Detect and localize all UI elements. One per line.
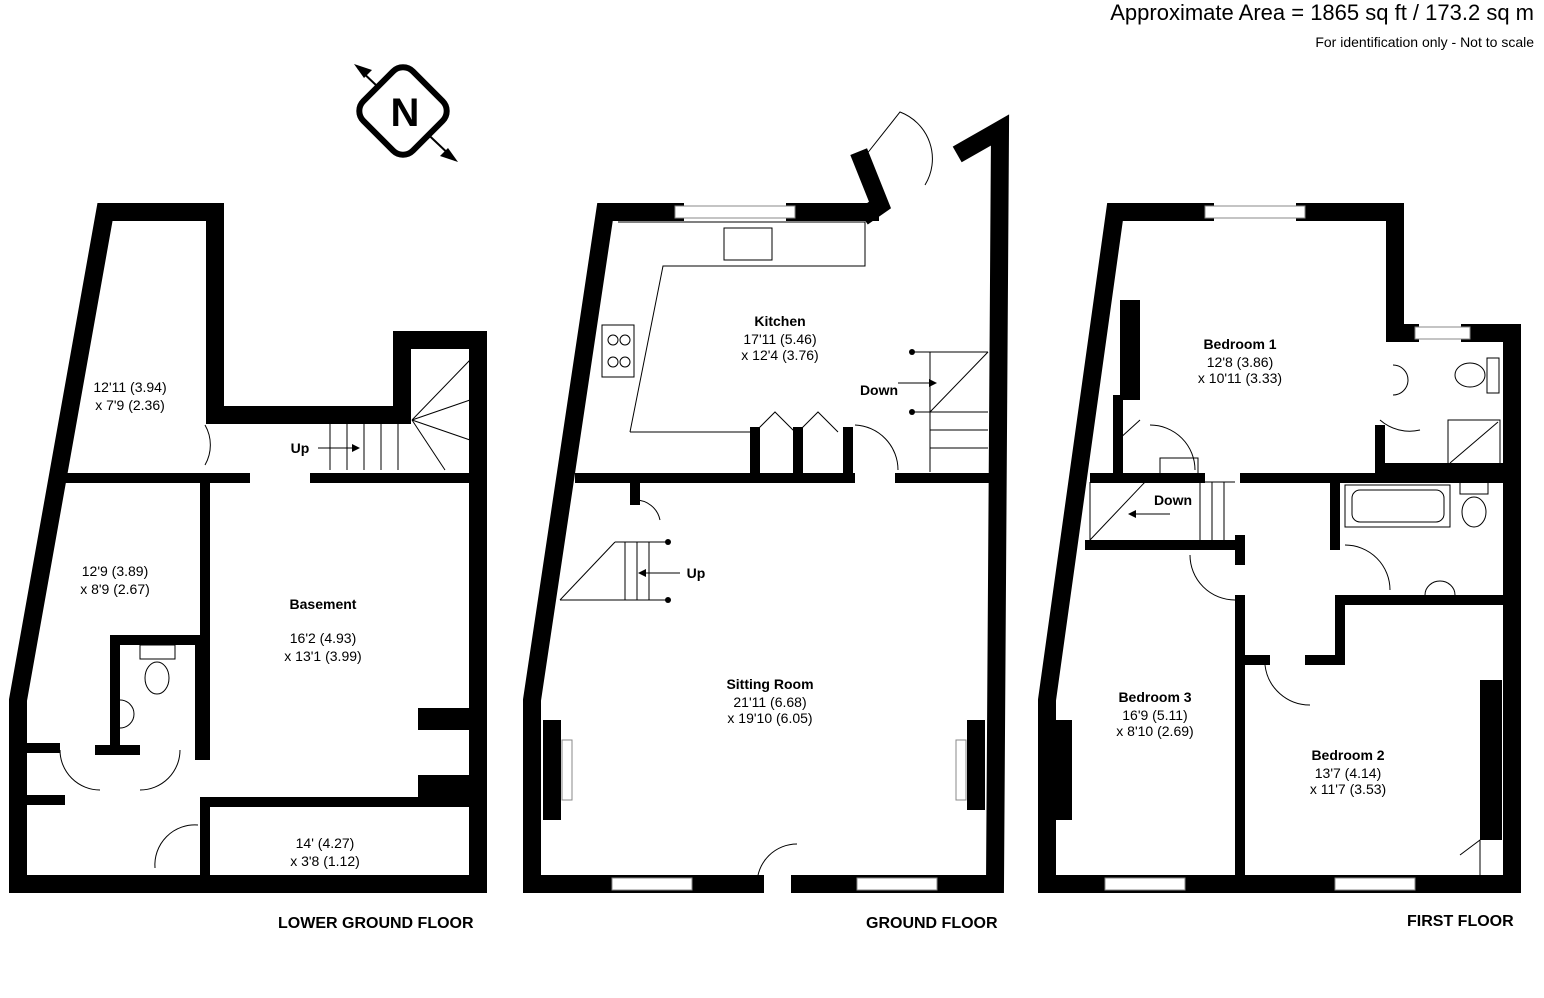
ground-floor-plan: Down Up Kitchen 17'11 (5.46) x 12'4 (3.7… xyxy=(523,111,1010,932)
compass-letter: N xyxy=(391,91,420,135)
room-name-bedroom-2: Bedroom 2 xyxy=(1311,747,1384,763)
room-dim: x 11'7 (3.53) xyxy=(1310,781,1386,797)
room-name-sitting-room: Sitting Room xyxy=(726,676,813,692)
room-dim: x 8'9 (2.67) xyxy=(80,581,150,597)
room-dim: 14' (4.27) xyxy=(296,835,355,851)
disclaimer-note: For identification only - Not to scale xyxy=(1315,34,1534,50)
floor-title-first: FIRST FLOOR xyxy=(1407,913,1514,930)
stairs-up-label: Up xyxy=(687,565,706,581)
stairs-down-label: Down xyxy=(860,382,898,398)
stairs-down-label: Down xyxy=(1154,492,1192,508)
room-name-kitchen: Kitchen xyxy=(754,313,805,329)
room-dim: 12'11 (3.94) xyxy=(93,379,166,395)
room-name-bedroom-1: Bedroom 1 xyxy=(1203,336,1276,352)
floor-title-ground: GROUND FLOOR xyxy=(866,915,998,932)
room-dim: x 8'10 (2.69) xyxy=(1116,723,1193,739)
room-dim: 12'9 (3.89) xyxy=(82,563,149,579)
room-dim: x 12'4 (3.76) xyxy=(741,347,818,363)
floor-title-lower-ground: LOWER GROUND FLOOR xyxy=(278,915,474,932)
room-dim: x 3'8 (1.12) xyxy=(290,853,360,869)
room-dim: x 13'1 (3.99) xyxy=(284,648,361,664)
room-dim: 16'2 (4.93) xyxy=(290,630,357,646)
room-dim: x 7'9 (2.36) xyxy=(95,397,165,413)
compass-icon: N xyxy=(354,64,458,162)
stairs-up-label: Up xyxy=(291,440,310,456)
room-dim: 21'11 (6.68) xyxy=(733,694,806,710)
room-name-basement: Basement xyxy=(290,596,357,612)
room-dim: 13'7 (4.14) xyxy=(1315,765,1382,781)
first-floor-plan: Down Bedroom 1 12'8 (3.86) x 10'11 (3.33… xyxy=(1038,203,1521,930)
lower-ground-floor-plan: Up 12'11 (3.94) x 7'9 (2.36) 12'9 (3.89)… xyxy=(9,203,487,932)
room-name-bedroom-3: Bedroom 3 xyxy=(1118,689,1191,705)
room-dim: 17'11 (5.46) xyxy=(743,331,816,347)
room-dim: x 19'10 (6.05) xyxy=(727,710,812,726)
room-dim: 16'9 (5.11) xyxy=(1122,707,1187,723)
room-dim: 12'8 (3.86) xyxy=(1207,354,1274,370)
approximate-area: Approximate Area = 1865 sq ft / 173.2 sq… xyxy=(1110,0,1534,25)
room-dim: x 10'11 (3.33) xyxy=(1198,370,1282,386)
